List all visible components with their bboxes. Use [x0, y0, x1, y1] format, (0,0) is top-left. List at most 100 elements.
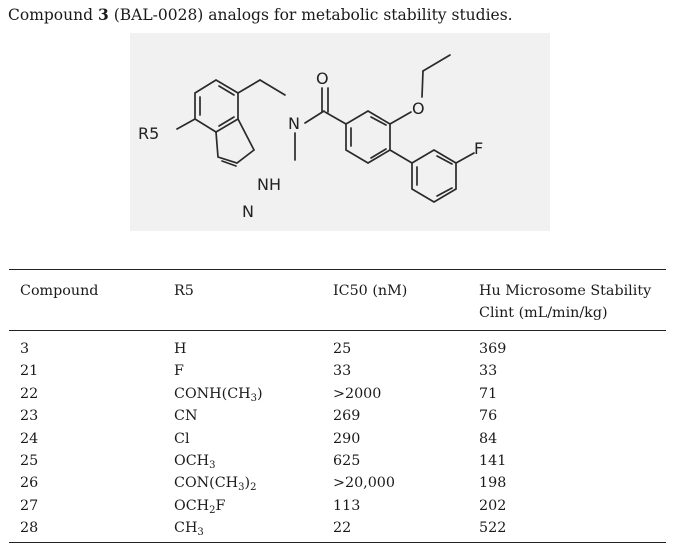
- cell-compound: 26: [20, 475, 39, 492]
- pyrazole-double-bond: [221, 160, 237, 167]
- cell-ic50: >20,000: [333, 475, 396, 492]
- benzo-ring-inner-2: [218, 85, 235, 96]
- chemical-structure: R5 N O O NH N F: [130, 33, 550, 231]
- carbonyl-aryl-bond: [324, 111, 347, 125]
- table-row: 3 H 25 369: [0, 338, 676, 360]
- r5-text: CN: [174, 408, 198, 425]
- header-ic50: IC50 (nM): [333, 283, 408, 299]
- header-clint: Clint (mL/min/kg): [479, 305, 608, 321]
- middle-ring-inner-2: [370, 148, 387, 159]
- amide-nitrogen-label: N: [288, 114, 300, 133]
- cell-clint: 71: [479, 385, 498, 402]
- middle-ring-bonds: [345, 110, 391, 164]
- cell-compound: 22: [20, 385, 39, 402]
- table-row: 22 CONH(CH3) >2000 71: [0, 383, 676, 405]
- cell-r5: CH3: [174, 517, 204, 539]
- header-rule: [9, 330, 666, 331]
- table-bottom-rule: [9, 542, 666, 543]
- methylene-bond-1: [237, 79, 261, 94]
- cell-clint: 33: [479, 363, 498, 380]
- cell-ic50: 113: [333, 497, 361, 514]
- r5-subscript: 3: [238, 482, 245, 494]
- cell-clint: 84: [479, 430, 498, 447]
- cell-compound: 23: [20, 408, 39, 425]
- cell-compound: 27: [20, 497, 39, 514]
- table-row: 24 Cl 290 84: [0, 428, 676, 450]
- cell-r5: CON(CH3)2: [174, 472, 256, 494]
- cell-r5: F: [174, 360, 184, 382]
- table-row: 26 CON(CH3)2 >20,000 198: [0, 472, 676, 494]
- r5-subscript: 3: [197, 527, 204, 539]
- cell-clint: 522: [479, 520, 507, 537]
- fluorine-label: F: [474, 139, 483, 158]
- r5-bond: [176, 118, 196, 130]
- r5-text: ): [257, 385, 263, 402]
- cell-clint: 141: [479, 453, 507, 469]
- figure-caption: Compound 3 (BAL-0028) analogs for metabo…: [8, 5, 513, 24]
- r5-subscript: 2: [209, 504, 216, 516]
- cell-r5: CN: [174, 405, 197, 427]
- cell-clint: 202: [479, 497, 507, 514]
- cell-clint: 76: [479, 408, 498, 425]
- structure-drawing: R5 N O O NH N F: [138, 54, 483, 221]
- cell-compound: 24: [20, 430, 39, 447]
- fluorine-bond: [455, 152, 475, 164]
- caption-suffix: (BAL-0028) analogs for metabolic stabili…: [108, 6, 513, 24]
- caption-compound-number: 3: [97, 5, 109, 24]
- biaryl-bond: [389, 149, 413, 164]
- amide-bond: [304, 110, 325, 124]
- r5-subscript: 2: [250, 482, 257, 494]
- r5-text: Cl: [174, 430, 190, 447]
- r5-text: H: [174, 341, 187, 357]
- cell-ic50: >2000: [333, 385, 382, 402]
- r5-text: F: [174, 363, 184, 380]
- cell-r5: Cl: [174, 428, 190, 450]
- ring-nitrogen-label: N: [242, 202, 254, 221]
- pyrazole-ring-bonds: [215, 118, 256, 164]
- benzo-ring-bonds: [194, 79, 239, 133]
- cell-r5: CONH(CH3): [174, 383, 263, 405]
- cell-ic50: 269: [333, 408, 361, 425]
- table-row: 27 OCH2F 113 202: [0, 495, 676, 517]
- cell-r5: H: [174, 338, 186, 360]
- cell-compound: 25: [20, 453, 39, 469]
- ether-oxygen-label: O: [412, 99, 425, 118]
- nh-label: NH: [257, 175, 281, 194]
- benzo-ring-inner-3: [218, 116, 235, 127]
- cell-ic50: 290: [333, 430, 361, 447]
- header-compound: Compound: [20, 283, 99, 299]
- r5-subscript: 3: [250, 392, 257, 404]
- cell-r5: OCH3: [174, 450, 216, 472]
- cell-ic50: 22: [333, 520, 352, 537]
- fluorophenyl-inner-2: [436, 187, 453, 197]
- header-stability: Hu Microsome Stability: [479, 283, 652, 299]
- cell-clint: 369: [479, 341, 507, 357]
- r5-text: OCH: [174, 453, 210, 469]
- cell-clint: 198: [479, 475, 507, 492]
- cell-ic50: 625: [333, 453, 361, 469]
- r5-text: ): [244, 475, 251, 492]
- cell-compound: 3: [20, 341, 30, 357]
- cell-r5: OCH2F: [174, 495, 225, 517]
- caption-prefix: Compound: [8, 6, 98, 24]
- cell-compound: 28: [20, 520, 39, 537]
- r5-text: CH: [174, 520, 198, 537]
- cell-ic50: 33: [333, 363, 352, 380]
- table-row: 28 CH3 22 522: [0, 517, 676, 539]
- r5-text: CON(CH: [174, 475, 239, 492]
- cell-ic50: 25: [333, 341, 352, 357]
- ethyl-bond-2: [422, 54, 451, 72]
- r5-text: CONH(CH: [174, 385, 251, 402]
- carbonyl-oxygen-label: O: [316, 69, 329, 88]
- ether-bond: [389, 111, 412, 125]
- table-row: 25 OCH3 625 141: [0, 450, 676, 472]
- table-top-rule: [9, 269, 666, 270]
- r5-subscript: 3: [209, 460, 216, 471]
- fluorophenyl-ring-bonds: [411, 149, 457, 203]
- fluorophenyl-inner-3: [436, 155, 453, 165]
- methylene-bond-2: [259, 79, 286, 96]
- middle-ring-inner-3: [370, 116, 387, 126]
- r5-text: OCH: [174, 497, 210, 514]
- table-row: 23 CN 269 76: [0, 405, 676, 427]
